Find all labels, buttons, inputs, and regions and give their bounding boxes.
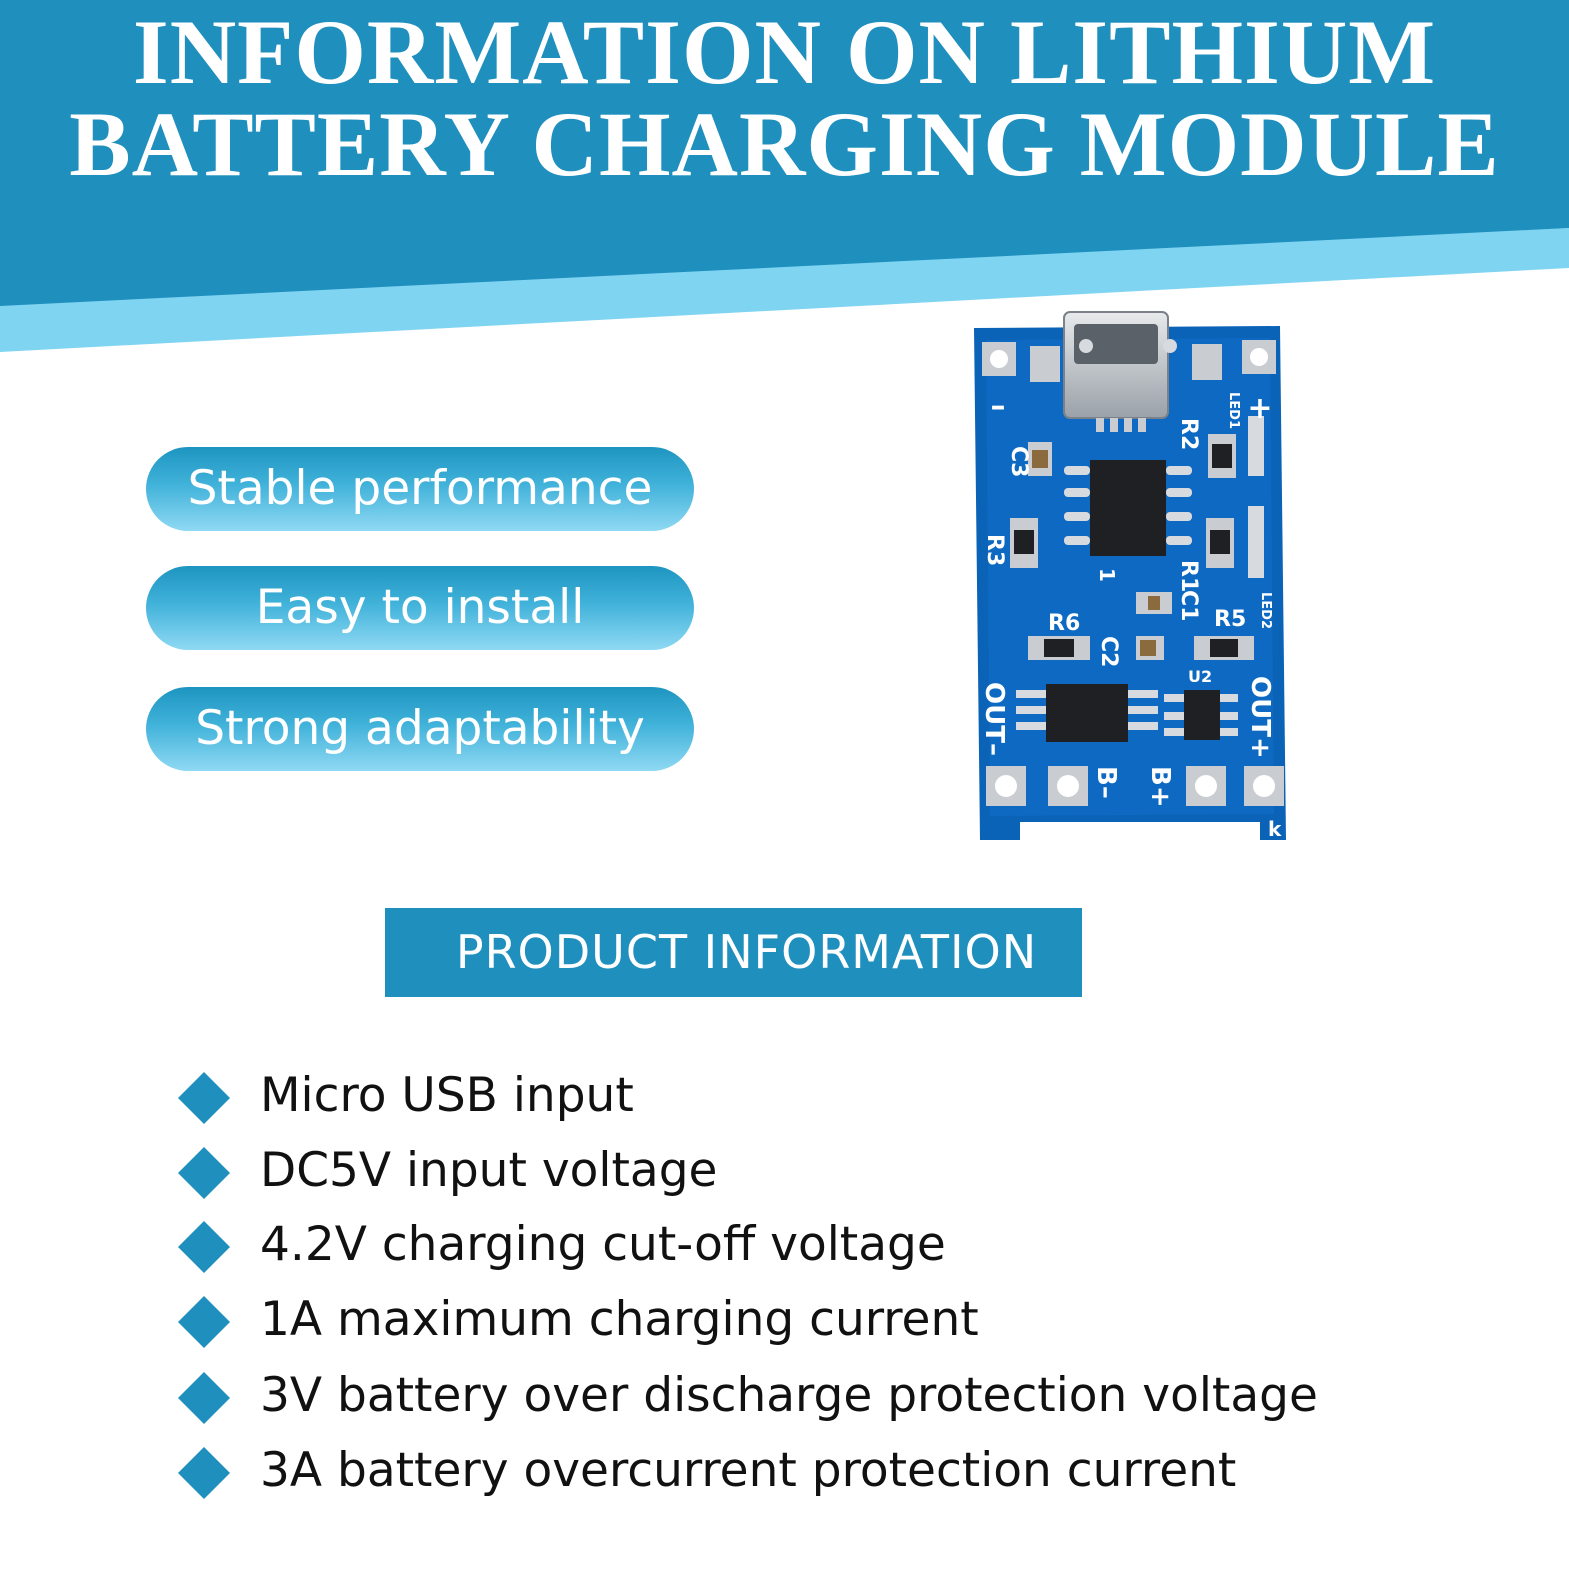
pcb-label-u2: U2	[1188, 667, 1212, 686]
diamond-bullet-icon	[178, 1372, 230, 1424]
pcb-label-corner: k	[1268, 817, 1282, 841]
pcb-label-c3: C3	[1006, 446, 1031, 477]
feature-text: 1A maximum charging current	[260, 1292, 979, 1347]
feature-item: Micro USB input	[178, 1066, 1478, 1126]
badge-easy-to-install: Easy to install	[146, 566, 694, 650]
mosfet-ic	[1184, 690, 1220, 740]
pcb-label-c1: C1	[1176, 590, 1201, 621]
pcb-label-out-minus: OUT–	[979, 682, 1009, 756]
pcb-label-led1: LED1	[1226, 392, 1241, 429]
pcb-label-u1: 1	[1095, 568, 1119, 582]
header-light-stripe	[0, 228, 1569, 352]
pcb-label-r1: R1	[1176, 560, 1201, 592]
pcb-label-b-plus: B+	[1145, 766, 1175, 808]
badge-strong-adaptability: Strong adaptability	[146, 687, 694, 771]
feature-item: 1A maximum charging current	[178, 1290, 1478, 1350]
page-title: INFORMATION ON LITHIUM BATTERY CHARGING …	[0, 6, 1569, 190]
charger-ic	[1090, 460, 1166, 556]
pcb-label-r5: R5	[1214, 607, 1246, 632]
pcb-label-plus: +	[1247, 391, 1272, 426]
pcb-label-r2: R2	[1176, 418, 1201, 450]
diamond-bullet-icon	[178, 1447, 230, 1499]
feature-item: 4.2V charging cut-off voltage	[178, 1215, 1478, 1275]
protection-ic	[1046, 684, 1128, 742]
title-line-1: INFORMATION ON LITHIUM	[132, 1, 1437, 103]
feature-text: 3A battery overcurrent protection curren…	[260, 1443, 1237, 1498]
title-line-2: BATTERY CHARGING MODULE	[69, 93, 1500, 195]
header-banner	[0, 0, 1569, 352]
charging-module-image: – + C3 R2 LED1 R3 1 R1 C1 LED2 R6 C2 R5 …	[974, 311, 1286, 841]
product-information-header: PRODUCT INFORMATION	[385, 908, 1082, 997]
diamond-bullet-icon	[178, 1072, 230, 1124]
feature-item: DC5V input voltage	[178, 1141, 1478, 1201]
pcb-label-out-plus: OUT+	[1245, 676, 1275, 759]
pcb-label-r3: R3	[982, 534, 1007, 566]
feature-item: 3A battery overcurrent protection curren…	[178, 1441, 1478, 1501]
feature-text: 3V battery over discharge protection vol…	[260, 1368, 1318, 1423]
pcb-label-c2: C2	[1096, 636, 1121, 667]
pcb-label-minus: –	[991, 389, 1006, 424]
feature-text: 4.2V charging cut-off voltage	[260, 1217, 946, 1272]
diamond-bullet-icon	[178, 1296, 230, 1348]
feature-item: 3V battery over discharge protection vol…	[178, 1366, 1478, 1426]
diamond-bullet-icon	[178, 1221, 230, 1273]
feature-text: Micro USB input	[260, 1068, 634, 1123]
badge-stable-performance: Stable performance	[146, 447, 694, 531]
header-dark-band	[0, 0, 1569, 306]
pcb-label-b-minus: B–	[1091, 766, 1121, 799]
pcb-label-r6: R6	[1048, 611, 1080, 636]
pcb-label-led2: LED2	[1258, 592, 1273, 629]
feature-text: DC5V input voltage	[260, 1143, 718, 1198]
diamond-bullet-icon	[178, 1147, 230, 1199]
